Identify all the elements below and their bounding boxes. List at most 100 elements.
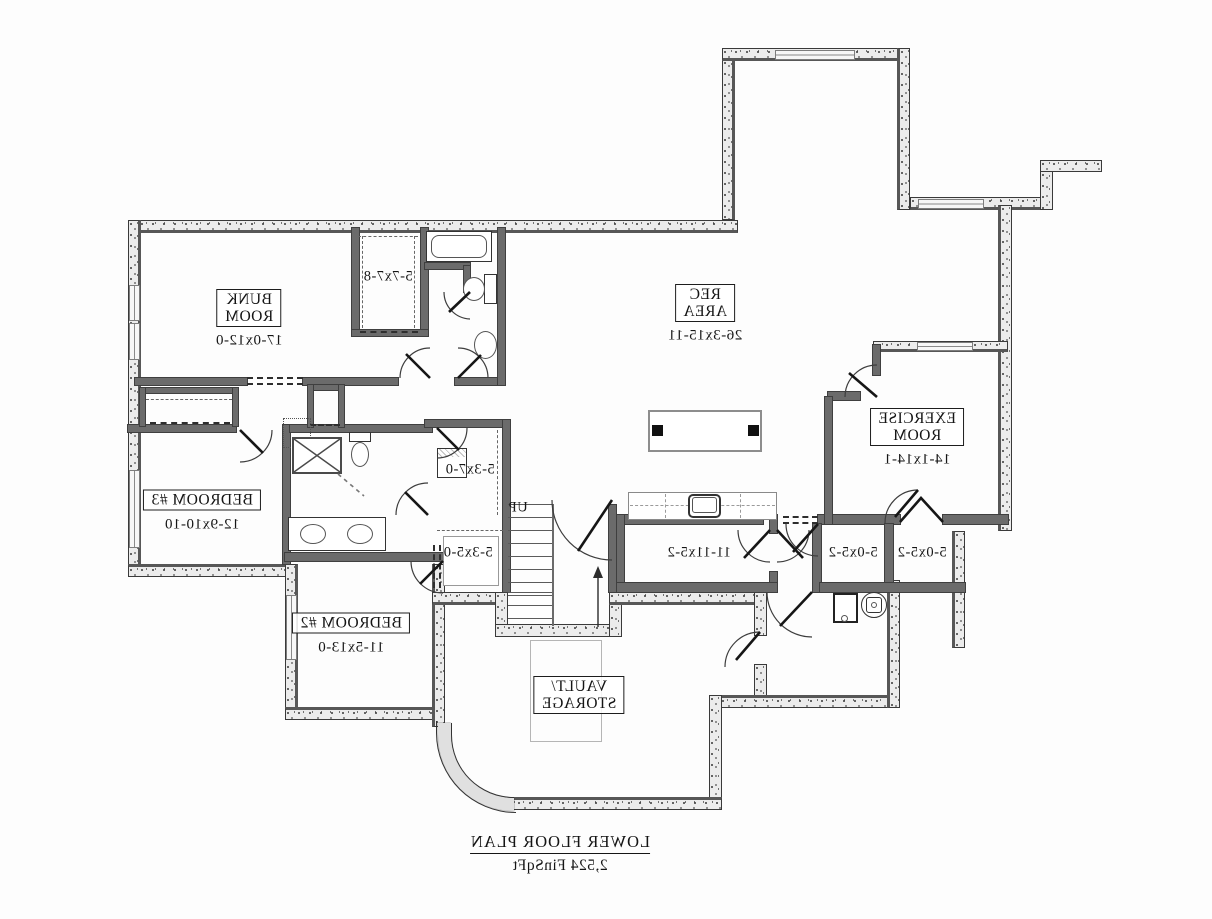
- wall-segment: [608, 504, 617, 593]
- wall-segment: [817, 514, 901, 525]
- room-label-line: VAULT/: [550, 678, 608, 695]
- closet-door-dashed: [310, 424, 340, 426]
- stairs: [508, 592, 552, 626]
- plan-area: 2,524 FinSqFt: [512, 857, 608, 874]
- wall-segment: [285, 707, 445, 720]
- closet-door-dashed: [150, 422, 230, 424]
- wall-segment: [289, 424, 433, 433]
- wall-segment: [302, 377, 399, 386]
- wall-segment: [709, 695, 900, 708]
- closet-door-dashed: [360, 331, 418, 333]
- wall-segment: [139, 387, 239, 394]
- vanity-sink: [300, 524, 326, 544]
- room-label-exercise: EXERCISE ROOM: [869, 408, 965, 446]
- water-heater-dot: [871, 602, 877, 608]
- wall-segment: [616, 582, 778, 593]
- wall-segment: [432, 592, 502, 605]
- space-label-hall-closet-lower: 5-3x5-0: [443, 544, 493, 561]
- cabinet-dashed: [665, 494, 666, 518]
- plan-title: LOWER FLOOR PLAN: [469, 832, 651, 854]
- room-label-line: ROOM: [892, 427, 942, 444]
- wall-segment: [819, 582, 966, 593]
- closet-shelf-line: [146, 399, 232, 400]
- bar-sink-inner: [692, 497, 717, 513]
- closet-shelf-line: [414, 236, 415, 328]
- wall-segment: [139, 387, 146, 427]
- window: [775, 50, 855, 60]
- toilet-icon: [349, 432, 371, 442]
- wall-segment: [282, 424, 291, 565]
- closet-shelf: [443, 536, 499, 586]
- toilet-icon: [484, 274, 497, 304]
- room-label-line: STORAGE: [541, 695, 617, 712]
- cabinet-dashed: [740, 494, 741, 518]
- wall-segment: [887, 580, 900, 708]
- wall-segment: [232, 387, 239, 427]
- window: [129, 470, 140, 548]
- room-dims-bedroom2: 11-5x13-0: [317, 639, 385, 656]
- toilet-bowl: [463, 277, 485, 301]
- wall-segment: [432, 564, 445, 727]
- wall-segment: [1040, 160, 1102, 172]
- wall-segment: [754, 592, 767, 636]
- space-label-closet-b: 5-0x5-2: [897, 544, 947, 561]
- ceiling-break-dashed: [783, 516, 818, 518]
- wall-segment: [812, 523, 822, 593]
- wall-segment: [827, 391, 861, 401]
- wall-segment: [454, 377, 506, 386]
- closet-shelf-line: [358, 236, 418, 237]
- wall-segment: [722, 48, 735, 220]
- wall-segment: [998, 205, 1012, 531]
- bathtub-inner: [431, 235, 487, 258]
- closet-shelf-line: [497, 430, 498, 515]
- room-dims-rec: 26-3x15-11: [667, 327, 743, 344]
- wall-segment: [424, 419, 511, 428]
- wall-segment: [307, 384, 345, 391]
- room-label-bedroom2: BEDROOM #2: [292, 612, 410, 634]
- wall-segment: [284, 552, 446, 562]
- ceiling-break-dashed: [247, 383, 303, 385]
- wall-segment: [127, 424, 237, 433]
- room-label-line: AREA: [682, 303, 728, 320]
- wall-segment: [351, 227, 360, 336]
- space-label-utility: 11-11x5-2: [667, 544, 731, 561]
- sink-icon: [474, 331, 497, 359]
- room-label-line: REC: [689, 286, 721, 303]
- window: [129, 285, 140, 321]
- stairs: [508, 504, 552, 596]
- room-label-rec: REC AREA: [674, 284, 736, 322]
- space-label-hall-closet-upper: 5-3x7-0: [445, 461, 495, 478]
- wall-segment: [502, 419, 511, 593]
- wall-segment: [134, 377, 248, 386]
- wall-segment: [824, 396, 833, 525]
- room-dims-bedroom3: 12-9x10-10: [164, 516, 240, 533]
- toilet-bowl: [351, 442, 369, 467]
- window: [917, 342, 973, 351]
- closet-shelf-line: [437, 530, 503, 531]
- vanity-sink: [347, 524, 373, 544]
- pool-table-icon: [648, 410, 762, 452]
- ceiling-break-dashed: [247, 377, 303, 379]
- wall-segment: [897, 48, 910, 210]
- room-label-bedroom3: BEDROOM #3: [143, 489, 261, 511]
- wall-segment: [872, 344, 881, 376]
- wall-segment: [497, 227, 506, 386]
- wall-segment: [307, 384, 314, 428]
- wall-segment: [616, 514, 625, 593]
- shower-icon: [292, 437, 342, 474]
- wall-segment: [338, 384, 345, 428]
- closet-shelf-line: [362, 236, 363, 328]
- ceiling-break-dashed: [783, 522, 818, 524]
- room-label-vault: VAULT/ STORAGE: [533, 676, 625, 714]
- room-label-line: ROOM: [224, 308, 274, 325]
- room-label-line: EXERCISE: [877, 410, 957, 427]
- wall-segment: [884, 523, 894, 593]
- space-label-bunk-closet: 5-7x7-8: [363, 268, 413, 285]
- table-leg: [652, 425, 663, 436]
- room-dims-bunk: 17-0x12-0: [215, 332, 283, 349]
- table-leg: [748, 425, 759, 436]
- wall-segment: [769, 571, 778, 593]
- space-label-closet-a: 5-0x5-2: [828, 544, 878, 561]
